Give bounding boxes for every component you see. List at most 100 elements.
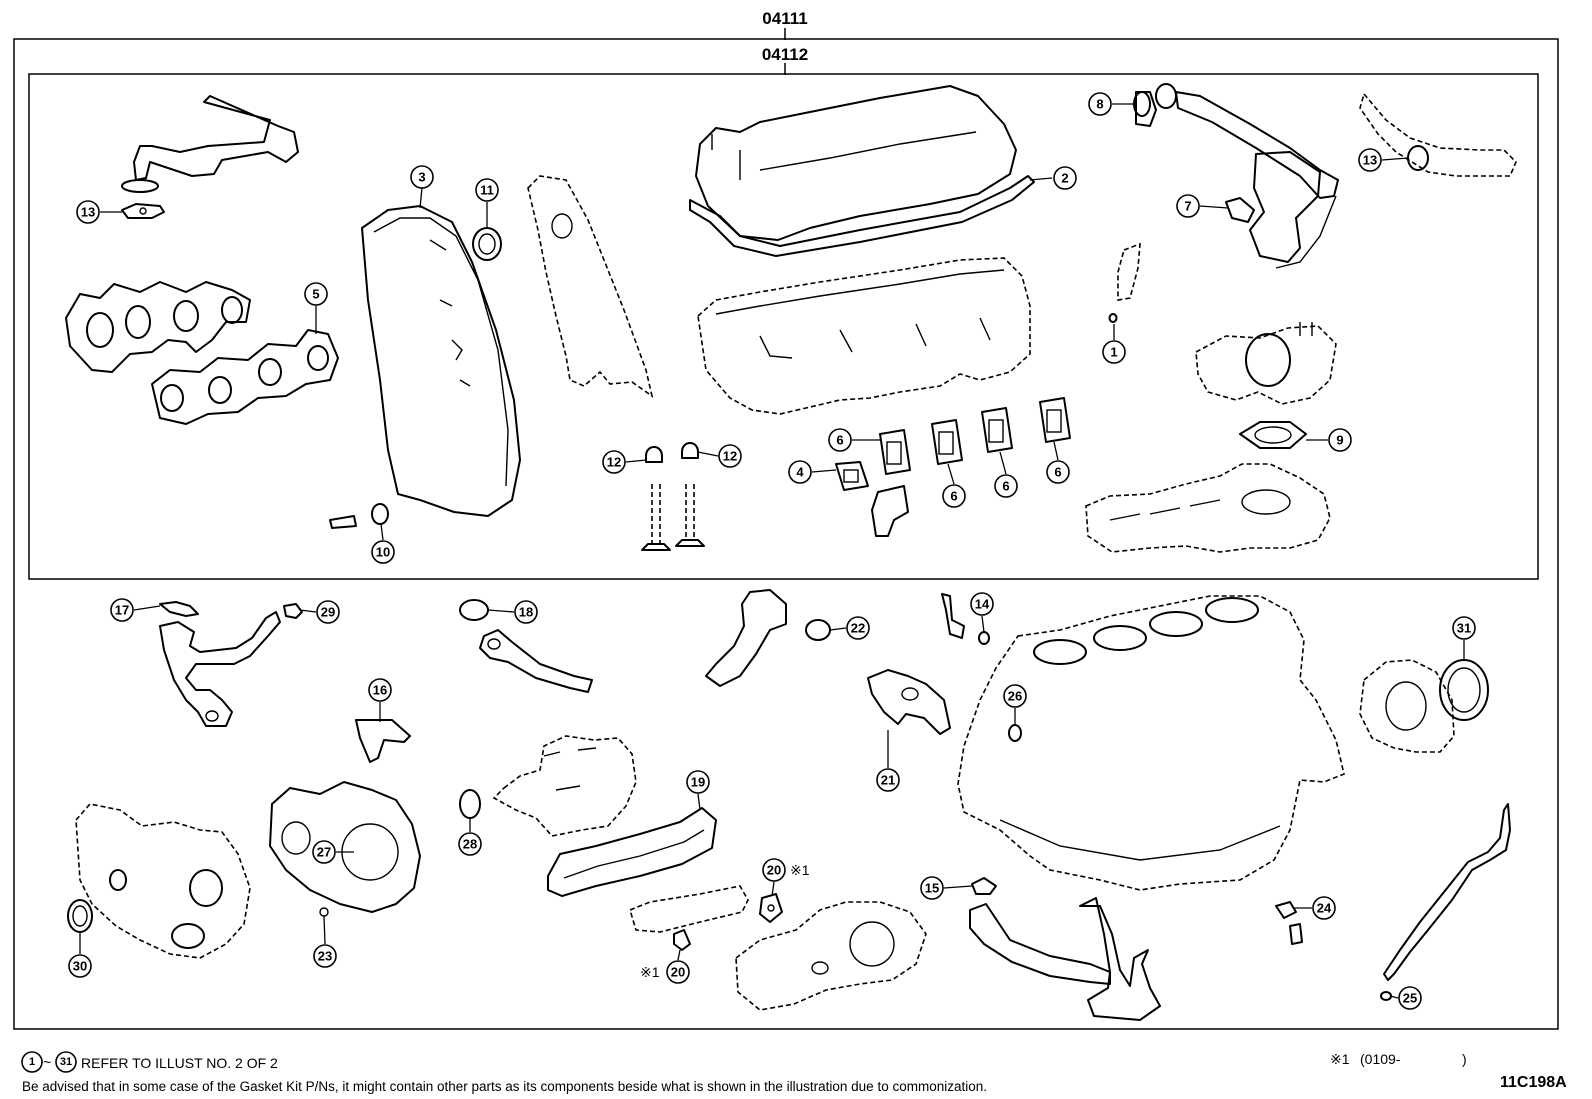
svg-text:6: 6 <box>836 433 843 448</box>
footer-range-start: 1 <box>29 1056 35 1068</box>
svg-text:2: 2 <box>1061 171 1068 186</box>
svg-text:11: 11 <box>480 183 494 198</box>
callout-8: 8 <box>1088 92 1112 116</box>
footer-range-tilde: ~ <box>43 1054 51 1070</box>
cylinder-head-cover <box>689 85 1035 257</box>
svg-text:21: 21 <box>881 773 895 788</box>
injector-seal <box>1108 242 1141 323</box>
inner-kit-frame <box>28 73 1539 580</box>
svg-text:30: 30 <box>73 959 87 974</box>
callout-4: 4 <box>788 460 812 484</box>
note-mark-20-lower: ※1 <box>640 964 660 980</box>
oil-cooler-element <box>629 885 749 933</box>
callout-12-a: 12 <box>602 450 626 474</box>
svg-text:15: 15 <box>925 881 939 896</box>
kit-number-outer: 04111 <box>762 9 807 28</box>
water-outlet-gasket <box>835 461 909 537</box>
footer-range-text: REFER TO ILLUST NO. 2 OF 2 <box>81 1055 278 1071</box>
oil-pump-cover <box>269 781 421 917</box>
callout-19: 19 <box>686 770 710 794</box>
callout-21: 21 <box>876 768 900 792</box>
exhaust-port-gaskets <box>879 397 1071 475</box>
callout-6-d: 6 <box>1046 460 1070 484</box>
callout-13-a: 13 <box>76 200 100 224</box>
callout-2: 2 <box>1053 166 1077 190</box>
exhaust-manifold-gasket <box>151 329 339 425</box>
valve-stem-seals <box>641 442 705 551</box>
callout-25: 25 <box>1398 986 1422 1010</box>
callout-7: 7 <box>1176 194 1200 218</box>
svg-text:25: 25 <box>1403 991 1417 1006</box>
svg-text:16: 16 <box>373 683 387 698</box>
callout-17: 17 <box>110 598 134 622</box>
oil-seal-11 <box>472 227 502 261</box>
svg-text:17: 17 <box>115 603 129 618</box>
gasket-16 <box>355 719 411 763</box>
footer-note-mark: ※1 <box>1330 1051 1350 1067</box>
callout-18: 18 <box>514 600 538 624</box>
oil-level-gauge-guide <box>1380 803 1511 1001</box>
svg-text:4: 4 <box>796 465 804 480</box>
svg-text:12: 12 <box>607 455 621 470</box>
callout-9: 9 <box>1328 428 1352 452</box>
svg-text:10: 10 <box>376 545 390 560</box>
callout-15: 15 <box>920 876 944 900</box>
svg-text:23: 23 <box>318 949 332 964</box>
svg-text:26: 26 <box>1008 689 1022 704</box>
callout-20-b: 20 <box>666 960 690 984</box>
svg-text:13: 13 <box>1363 153 1377 168</box>
svg-text:8: 8 <box>1096 97 1103 112</box>
callout-6-a: 6 <box>828 428 852 452</box>
water-hose-right <box>1359 92 1517 177</box>
gasket-20-upper <box>759 893 783 923</box>
note-mark-20-upper: ※1 <box>790 862 810 878</box>
intake-manifold <box>1085 463 1331 553</box>
callout-10: 10 <box>371 540 395 564</box>
svg-text:6: 6 <box>1002 479 1009 494</box>
footer-disclaimer: Be advised that in some case of the Gask… <box>22 1079 987 1094</box>
svg-text:31: 31 <box>1457 621 1471 636</box>
svg-text:28: 28 <box>463 837 477 852</box>
oil-pipe-turbo <box>159 601 303 727</box>
svg-text:12: 12 <box>723 449 737 464</box>
svg-text:1: 1 <box>1110 345 1117 360</box>
gasket-13-left <box>121 203 165 219</box>
injection-pump <box>492 735 637 837</box>
water-inlet-pipe <box>705 589 831 687</box>
callout-16: 16 <box>368 678 392 702</box>
footer-note-close: ) <box>1462 1051 1467 1067</box>
callout-24: 24 <box>1312 896 1336 920</box>
callout-30: 30 <box>68 954 92 978</box>
svg-text:3: 3 <box>418 170 425 185</box>
callout-11: 11 <box>475 178 499 202</box>
svg-text:18: 18 <box>519 605 533 620</box>
callout-22: 22 <box>846 616 870 640</box>
svg-text:6: 6 <box>950 489 957 504</box>
rear-oil-seal-retainer <box>1359 659 1489 753</box>
oil-seal-30 <box>67 899 93 933</box>
water-pump <box>735 901 927 1011</box>
outer-kit-frame <box>13 38 1559 1030</box>
kit-number-inner: 04112 <box>762 45 808 64</box>
svg-text:9: 9 <box>1336 433 1343 448</box>
svg-text:22: 22 <box>851 621 865 636</box>
callout-1: 1 <box>1102 340 1126 364</box>
cylinder-block <box>957 595 1345 891</box>
callout-14: 14 <box>970 592 994 616</box>
oil-cooler-gasket <box>547 807 717 897</box>
leader-lines <box>79 103 1465 999</box>
callout-12-b: 12 <box>718 444 742 468</box>
svg-text:19: 19 <box>691 775 705 790</box>
svg-text:20: 20 <box>671 965 685 980</box>
footer-note-text: (0109- <box>1360 1051 1401 1067</box>
svg-text:7: 7 <box>1184 199 1191 214</box>
callout-5: 5 <box>304 282 328 306</box>
callout-6-c: 6 <box>994 474 1018 498</box>
o-ring-28 <box>459 789 481 819</box>
timing-cover-gasket <box>527 175 654 398</box>
callout-6-b: 6 <box>942 484 966 508</box>
callout-31: 31 <box>1452 616 1476 640</box>
drain-plug-24 <box>1275 901 1303 945</box>
egr-pipe <box>1133 83 1339 269</box>
